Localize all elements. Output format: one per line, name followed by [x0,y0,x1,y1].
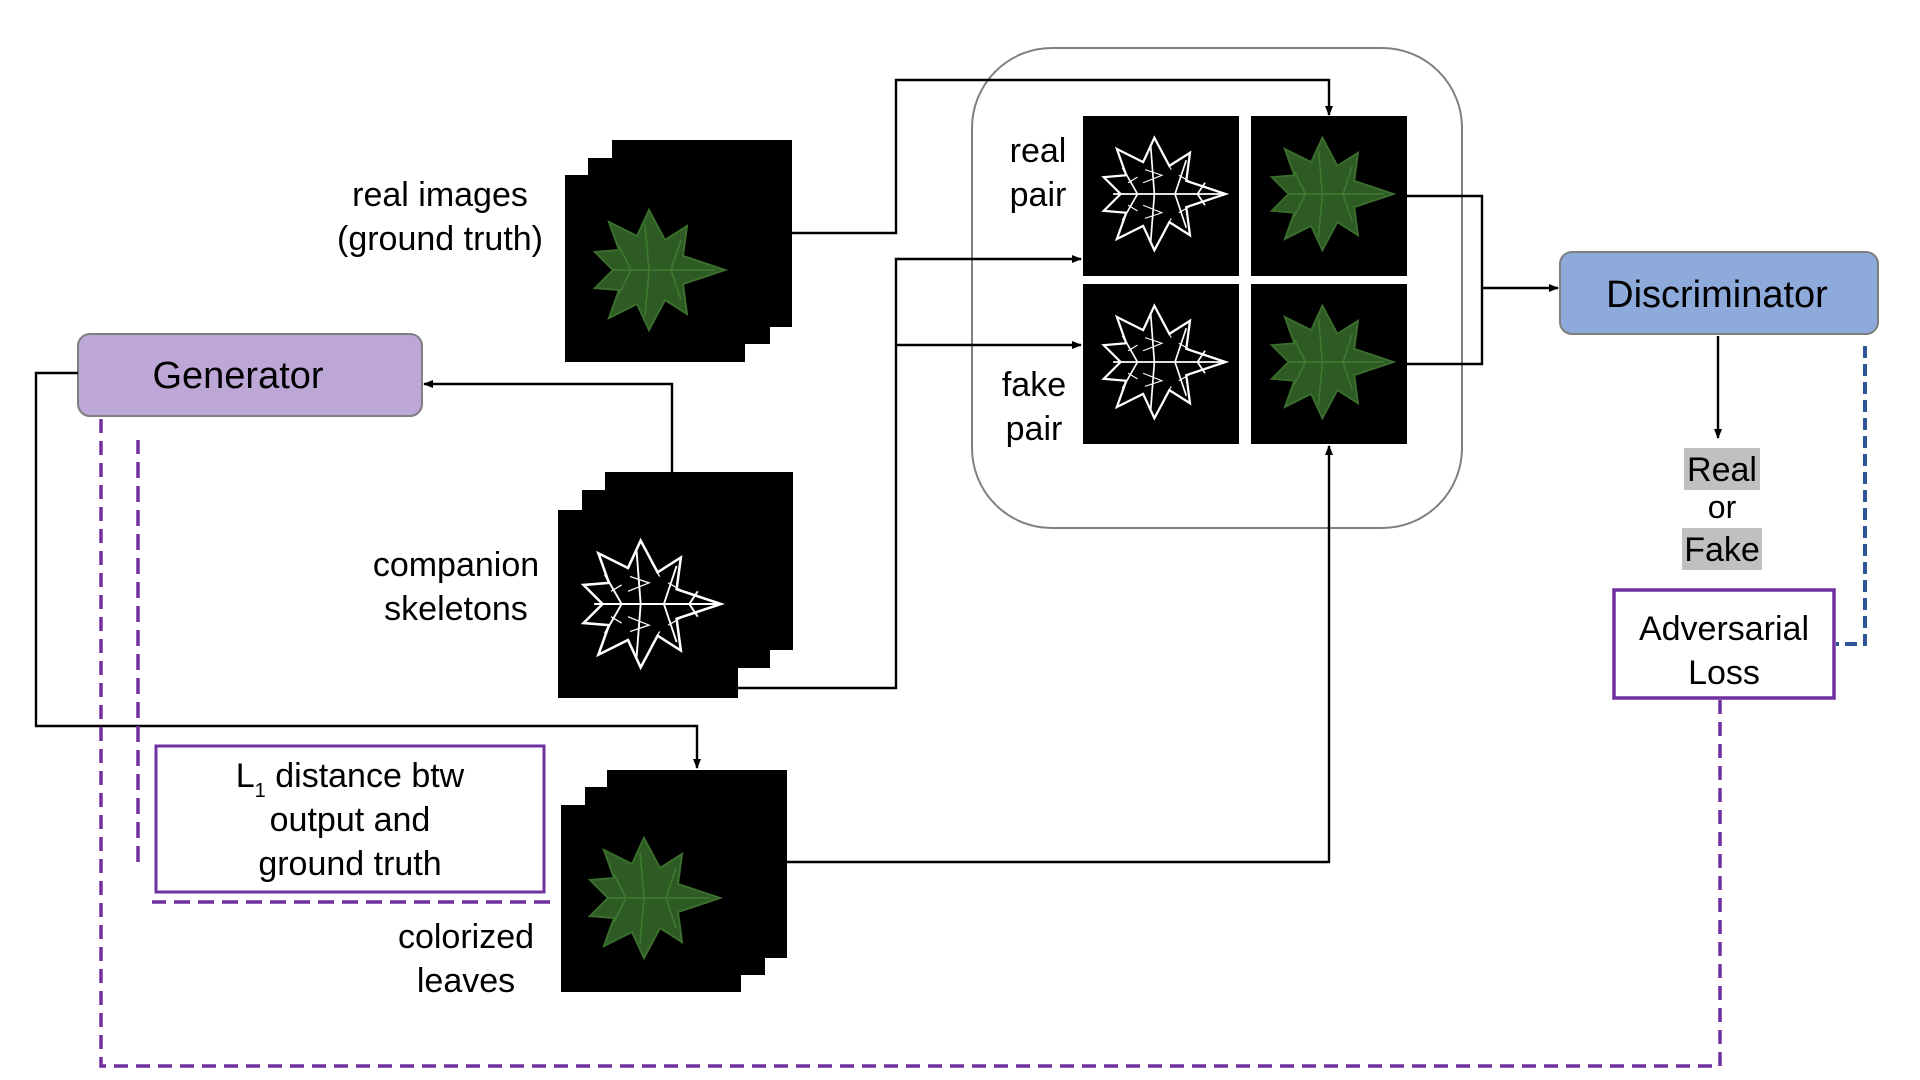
generator-label: Generator [152,355,323,397]
l1-label-line3: ground truth [258,845,441,883]
fake-pair-images [1083,284,1407,444]
colorized-label-line2: leaves [417,962,515,1000]
l1-label-line2: output and [270,801,431,839]
real-highlight [1684,448,1760,490]
companion-label-line2: skeletons [384,590,528,628]
adversarial-to-generator-dashed [99,418,1722,1068]
skeletons-to-generator-arrow [423,380,674,472]
pairs-frame [971,47,1463,529]
discriminator-to-adversarial-dashed [1836,346,1867,646]
adversarial-loss-box: Adversarial Loss [1612,588,1836,700]
discriminator-label: Discriminator [1606,274,1828,316]
real-output-label: Real [1687,451,1757,489]
pairs-to-discriminator-arrow [1407,194,1558,366]
fake-output-label: Fake [1684,531,1760,569]
adversarial-label-line2: Loss [1688,654,1760,692]
companion-label-line1: companion [373,546,539,584]
skeletons-to-pair-arrows [738,255,1082,690]
l1-label-line1: L1 distance btw [236,757,465,802]
colorized-to-fake-pair-arrow [787,445,1333,864]
companion-skeletons-stack [558,472,793,698]
real-pair-label-line1: real [1010,132,1067,170]
real-images-label-line2: (ground truth) [337,220,543,258]
real-pair-label-line2: pair [1010,176,1067,214]
real-images-to-real-pair-arrow [792,78,1333,235]
real-images-stack [565,140,792,362]
l1-loss-box: L1 distance btw output and ground truth [154,744,546,894]
colorized-leaves-stack [561,770,787,992]
discriminator-box: Discriminator [1559,251,1879,335]
colorized-label-line1: colorized [398,918,534,956]
fake-highlight [1682,528,1762,570]
fake-pair-label-line1: fake [1002,366,1066,404]
adversarial-label-line1: Adversarial [1639,610,1809,648]
l1-to-generator-dashed [136,440,550,904]
real-pair-images [1083,116,1407,276]
generator-box: Generator [77,333,423,417]
fake-pair-label-line2: pair [1006,410,1063,448]
generator-to-colorized-arrow [34,371,701,769]
or-output-label: or [1708,489,1737,525]
real-images-label-line1: real images [352,176,528,214]
